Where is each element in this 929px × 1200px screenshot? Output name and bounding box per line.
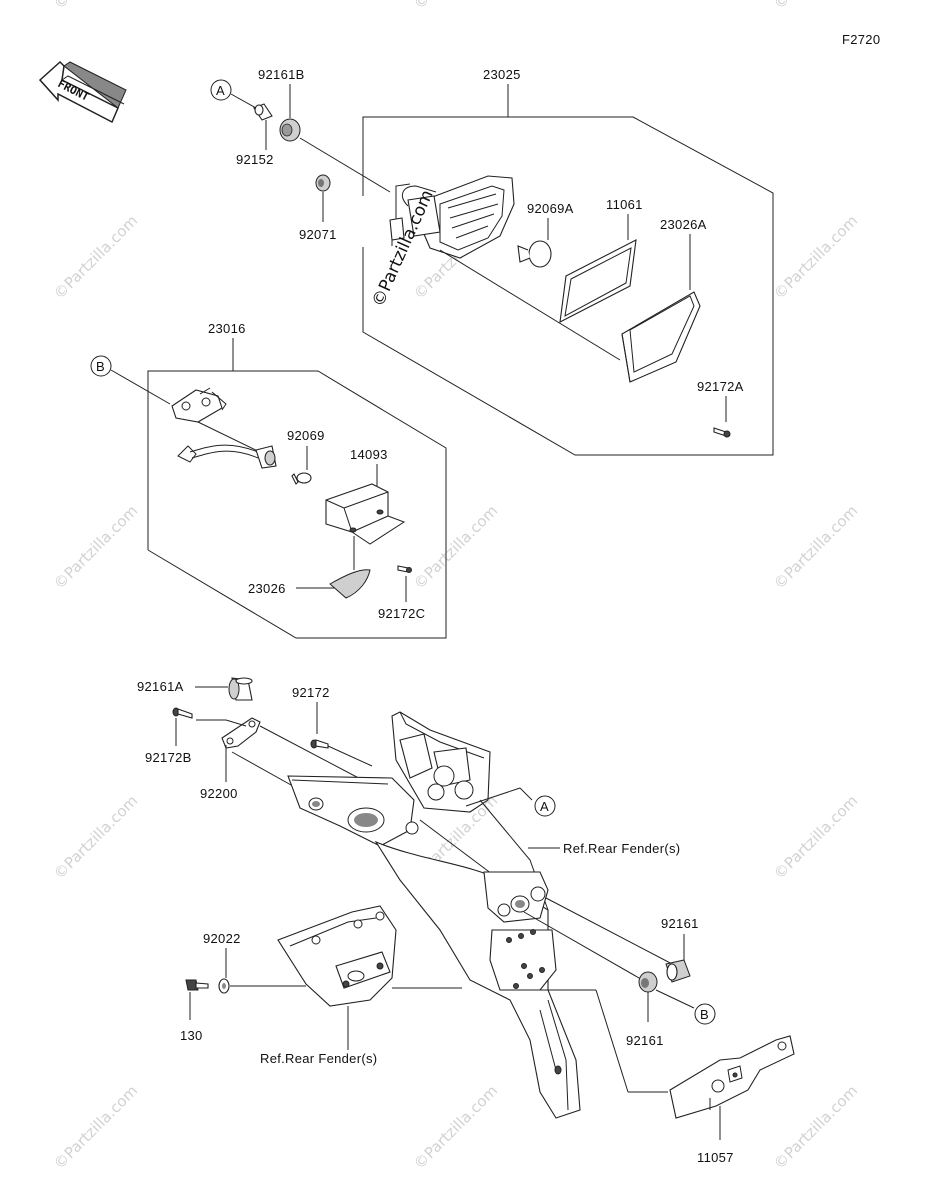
part-92069-bulb (291, 472, 312, 485)
label-92172B: 92172B (145, 750, 192, 765)
ref-circle-b-lower (694, 1003, 716, 1025)
watermark: ©Partzilla.com (50, 502, 141, 593)
label-14093: 14093 (350, 447, 388, 462)
label-23025: 23025 (483, 67, 521, 82)
watermark: ©Partzilla.com (770, 792, 861, 883)
part-rear-fender-assembly (287, 711, 581, 1119)
label-92200: 92200 (200, 786, 238, 801)
ref-rear-fender-upper: Ref.Rear Fender(s) (563, 841, 680, 856)
label-92022: 92022 (203, 931, 241, 946)
label-92069: 92069 (287, 428, 325, 443)
part-23026A-lens (621, 291, 701, 383)
label-92172C: 92172C (378, 606, 425, 621)
group-23016: 23016 B 92069 14093 (90, 321, 447, 639)
ref-circle-a (210, 79, 232, 101)
part-tail-lamp (389, 175, 515, 259)
ref-a-lower-label: A (540, 799, 549, 814)
part-92161B (279, 118, 301, 142)
ref-b-lower-label: B (700, 1007, 709, 1022)
part-92071 (315, 174, 331, 192)
label-92172A: 92172A (697, 379, 744, 394)
watermark: ©Partzilla.com (770, 0, 861, 13)
watermark: ©Partzilla.com (770, 212, 861, 303)
part-wire-socket (177, 444, 277, 469)
part-92172A-screw (713, 427, 731, 438)
label-92161B: 92161B (258, 67, 305, 82)
watermark: ©Partzilla.com (770, 502, 861, 593)
part-92172-screw (310, 739, 329, 749)
label-130: 130 (180, 1028, 203, 1043)
part-lower-fender-piece (277, 905, 397, 1007)
part-14093-cover (325, 483, 406, 545)
label-23016: 23016 (208, 321, 246, 336)
ref-circle-a-lower (534, 795, 556, 817)
part-92022-washer (218, 978, 230, 994)
watermark: ©Partzilla.com (410, 502, 501, 593)
label-92161A: 92161A (137, 679, 184, 694)
front-arrow-icon: FRONT (38, 60, 127, 124)
part-92152 (253, 103, 273, 121)
part-11061-gasket (559, 239, 637, 323)
ref-b-label: B (96, 359, 105, 374)
watermark: ©Partzilla.com (50, 792, 141, 883)
watermark: ©Partzilla.com (50, 212, 141, 303)
part-11057-bracket (669, 1035, 795, 1119)
part-92172B-screw (172, 707, 193, 719)
label-23026: 23026 (248, 581, 286, 596)
part-23026-lens (329, 569, 371, 599)
ref-circle-b (90, 355, 112, 377)
part-92069A-bulb (517, 240, 552, 268)
watermark: ©Partzilla.com (410, 0, 501, 13)
group-rear-fender: 92161A 92172B 92200 92172 (137, 677, 795, 1165)
label-92172: 92172 (292, 685, 330, 700)
group-23025: 23025 A 92152 92161B 92071 (210, 67, 774, 456)
watermark: ©Partzilla.com (770, 1082, 861, 1173)
label-11061: 11061 (606, 197, 643, 212)
figure-code: F2720 (842, 32, 880, 47)
label-92161-upper: 92161 (661, 916, 699, 931)
ref-rear-fender-lower: Ref.Rear Fender(s) (260, 1051, 377, 1066)
part-92161-upper (665, 959, 691, 983)
label-92161-lower: 92161 (626, 1033, 664, 1048)
part-license-lamp-bracket (171, 387, 227, 423)
watermark: ©Partzilla.com (410, 1082, 501, 1173)
part-130-bolt (185, 979, 209, 991)
label-92069A: 92069A (527, 201, 574, 216)
label-92071: 92071 (299, 227, 337, 242)
part-92172C-screw (397, 565, 412, 573)
part-92200-plate (221, 717, 261, 749)
label-11057: 11057 (697, 1150, 734, 1165)
watermark: ©Partzilla.com (50, 1082, 141, 1173)
ref-a-label: A (216, 83, 225, 98)
label-92152: 92152 (236, 152, 274, 167)
watermarks: ©Partzilla.com ©Partzilla.com ©Partzilla… (50, 0, 861, 1173)
part-92161A (228, 677, 253, 701)
watermark: ©Partzilla.com (50, 0, 141, 13)
label-23026A: 23026A (660, 217, 707, 232)
part-92161-lower (638, 971, 658, 993)
